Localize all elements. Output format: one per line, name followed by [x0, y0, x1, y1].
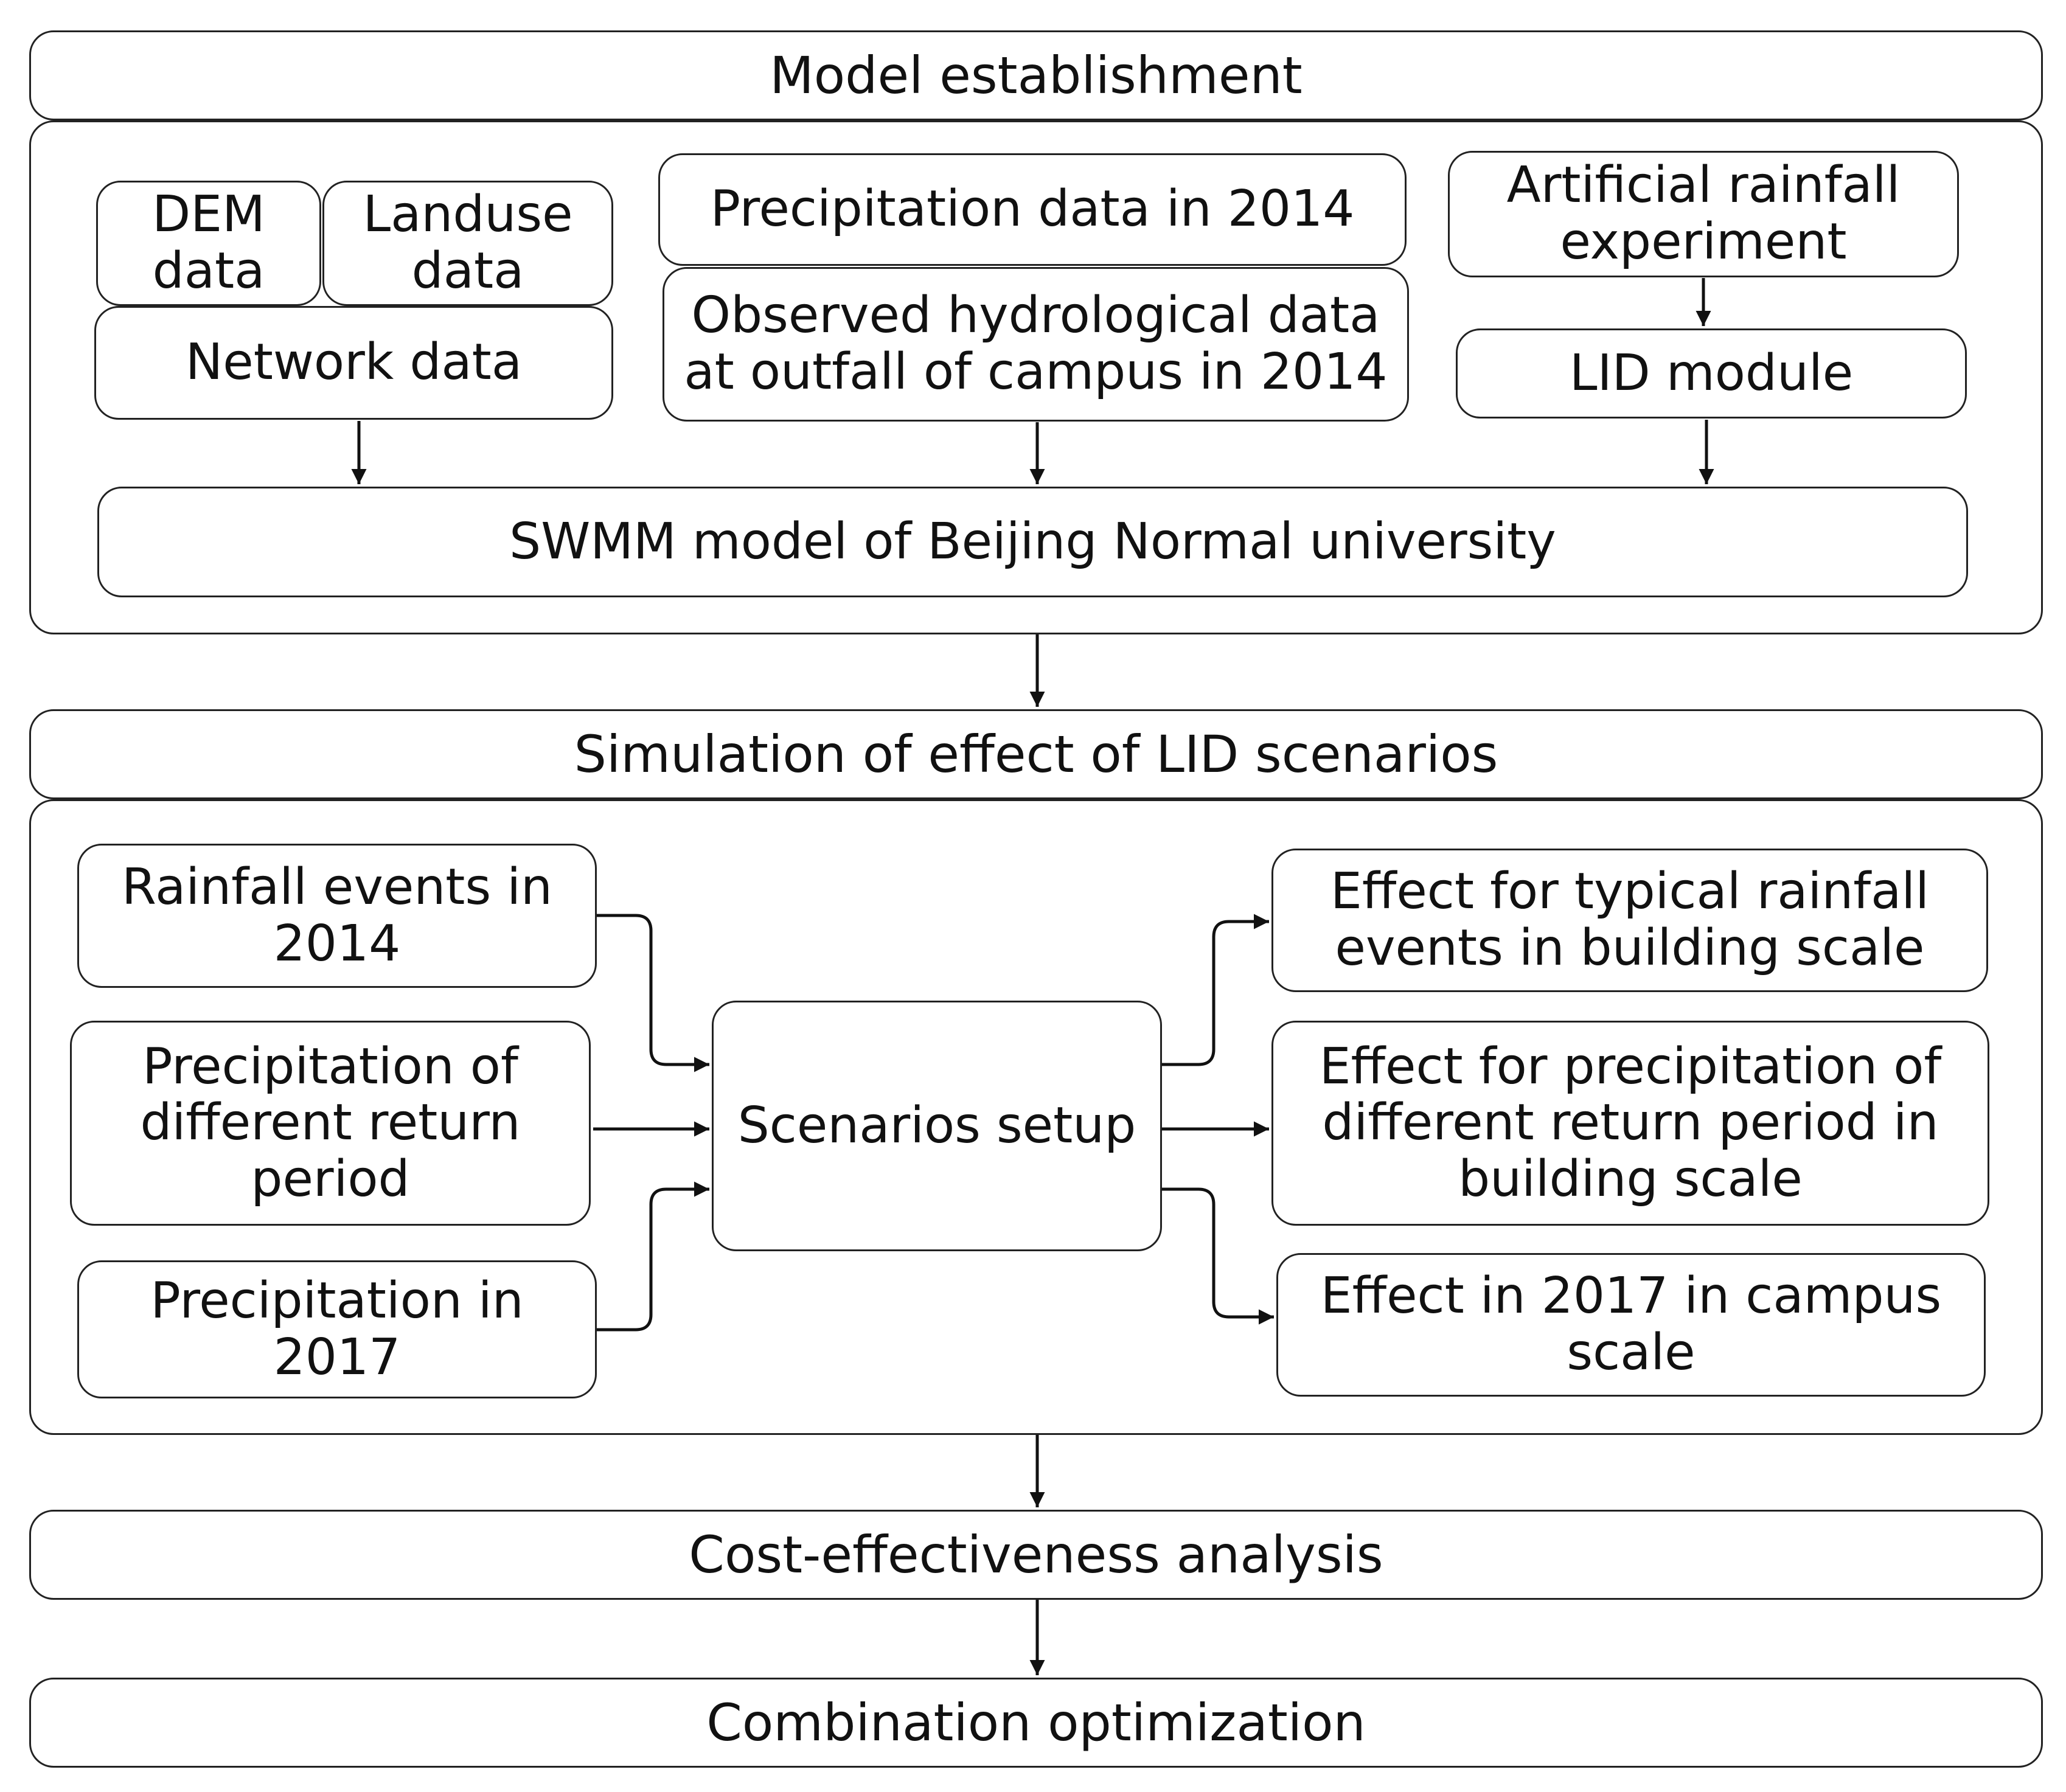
combination-optimization-box: Combination optimization: [29, 1678, 2043, 1768]
arrow-precip2017-to-setup: [597, 1181, 709, 1332]
simulation-header: Simulation of effect of LID scenarios: [29, 709, 2043, 799]
effect-return-period-box: Effect for precipitation of different re…: [1271, 1021, 1989, 1226]
dem-data-box: DEM data: [96, 181, 321, 306]
observed-hydrological-box: Observed hydrological data at outfall of…: [663, 267, 1409, 422]
precipitation-2014-box: Precipitation data in 2014: [658, 153, 1407, 266]
effect-2017-campus-box: Effect in 2017 in campus scale: [1276, 1253, 1986, 1397]
effect-typical-rainfall-box: Effect for typical rainfall events in bu…: [1271, 849, 1988, 992]
scenarios-setup-box: Scenarios setup: [712, 1001, 1162, 1251]
arrow-rain2014-to-setup: [597, 914, 709, 1072]
model-establishment-header: Model establishment: [29, 30, 2043, 120]
lid-module-box: LID module: [1456, 328, 1967, 418]
cost-effectiveness-box: Cost-effectiveness analysis: [29, 1510, 2043, 1600]
arrow-setup-to-typical: [1162, 914, 1269, 1066]
artificial-rainfall-box: Artificial rainfall experiment: [1448, 151, 1959, 277]
precipitation-2017-box: Precipitation in 2017: [77, 1260, 597, 1398]
precipitation-return-period-box: Precipitation of different return period: [70, 1021, 591, 1226]
swmm-model-box: SWMM model of Beijing Normal university: [97, 487, 1968, 597]
network-data-box: Network data: [94, 306, 613, 420]
arrow-setup-to-2017: [1162, 1187, 1274, 1325]
rainfall-events-2014-box: Rainfall events in 2014: [77, 844, 597, 988]
landuse-data-box: Landuse data: [322, 181, 613, 306]
